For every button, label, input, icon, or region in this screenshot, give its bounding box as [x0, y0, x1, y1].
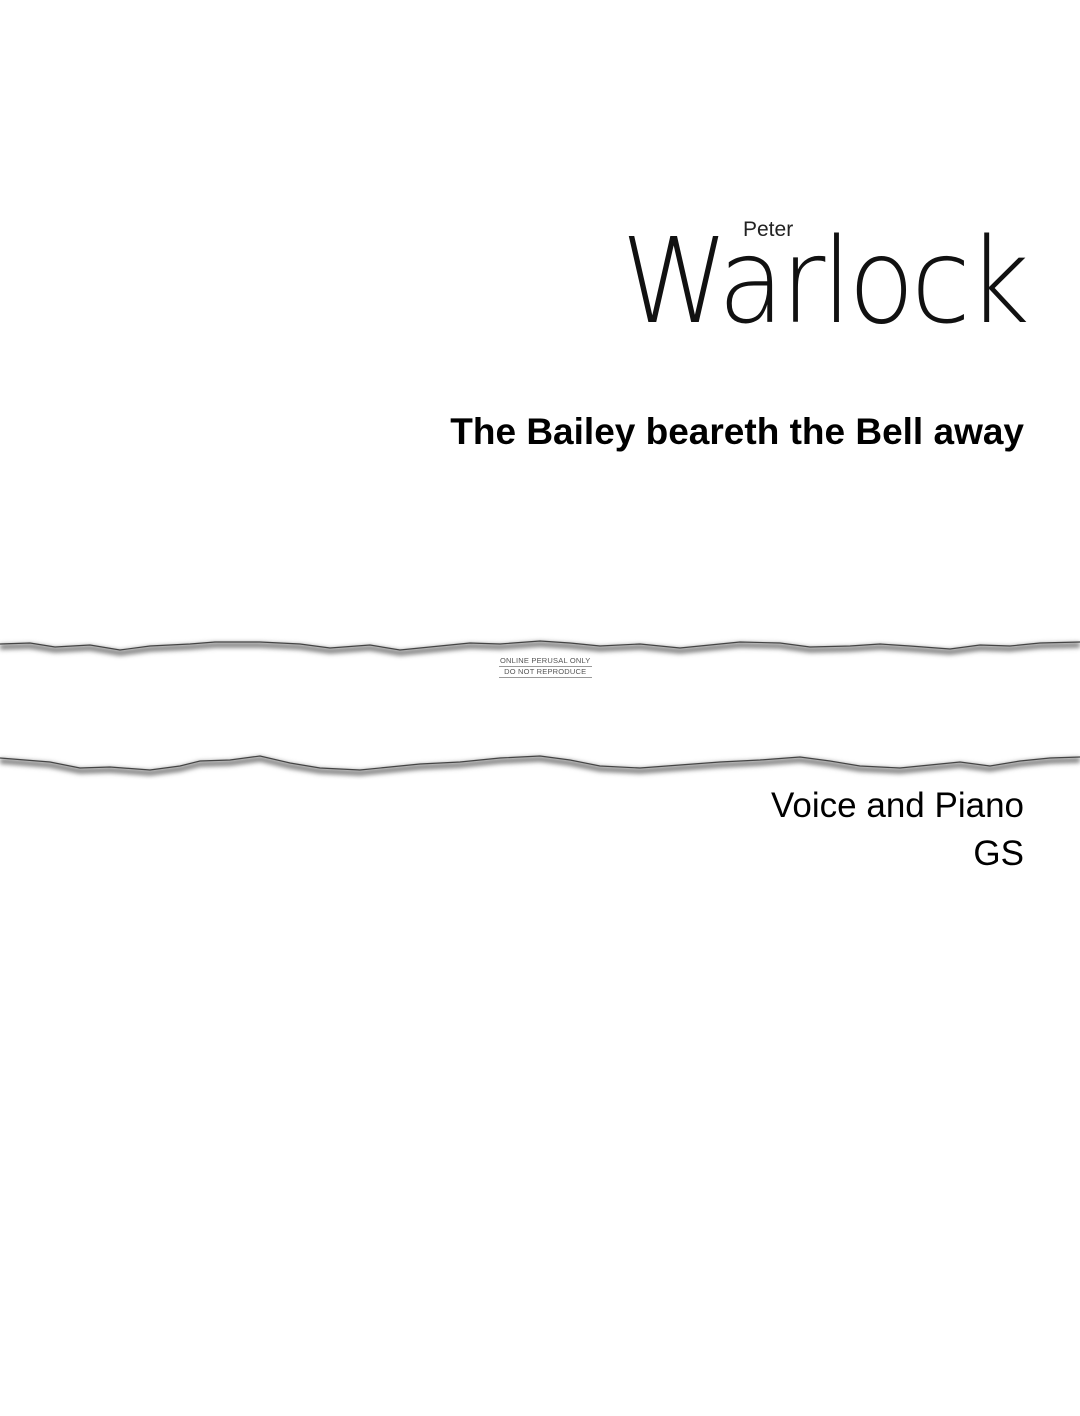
composer-surname: Warlock: [621, 212, 1030, 350]
composer-first-name: Peter: [743, 218, 794, 241]
bottom-torn-edge: [0, 755, 1080, 776]
scoring: Voice and Piano: [771, 786, 1024, 825]
top-torn-edge: [0, 640, 1080, 656]
torn-paper-edges: [0, 640, 1080, 776]
watermark-line-2: DO NOT REPRODUCE: [499, 667, 592, 678]
work-title: The Bailey beareth the Bell away: [450, 411, 1024, 452]
watermark-line-1: ONLINE PERUSAL ONLY: [499, 656, 592, 667]
edition-code: GS: [973, 834, 1024, 873]
perusal-watermark: ONLINE PERUSAL ONLY DO NOT REPRODUCE: [499, 656, 592, 678]
